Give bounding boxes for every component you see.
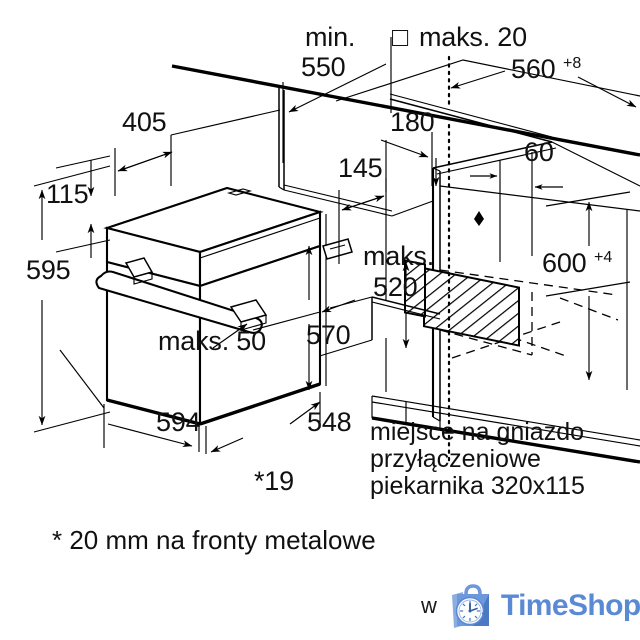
label-548: 548 [307, 407, 351, 437]
shopping-bag-clock-icon [451, 584, 489, 628]
label-560: 560 [511, 54, 555, 84]
leader-405-to-cabinet [170, 109, 281, 136]
ext-595-top [33, 165, 111, 187]
oven-bottom-front-edge [106, 398, 201, 426]
footnote-metal-fronts: * 20 mm na fronty metalowe [52, 525, 376, 555]
ext-115-mid [55, 239, 111, 253]
clock-center-pin [468, 609, 472, 613]
label-min: min. [305, 22, 355, 52]
handle-mount-left-side [133, 272, 153, 285]
label-520: 520 [373, 272, 417, 302]
label-maks: maks. [363, 241, 434, 271]
oven-bottom-right-edge [199, 382, 321, 426]
clock-ticks [459, 600, 481, 622]
label-595: 595 [26, 255, 70, 285]
cabinet-carcass [171, 59, 640, 464]
label-600-tolerance: +4 [594, 249, 612, 266]
shelf-board-top-2 [371, 301, 441, 320]
bag-star-accent [481, 611, 487, 616]
dim-arrow-145-right [341, 195, 385, 211]
label-405: 405 [122, 107, 166, 137]
dim-arrow-560-left [450, 70, 506, 89]
ext-115-top [55, 155, 111, 169]
socket-note-line-2: przyłączeniowe [370, 445, 541, 473]
oven-top-lip [226, 188, 253, 196]
dim-arrow-maks50 [212, 323, 248, 349]
dim-arrow-550 [288, 63, 387, 113]
socket-note-line-3: piekarnika 320x115 [370, 472, 585, 500]
label-60: 60 [524, 137, 554, 167]
worktop-back-edge [335, 59, 640, 102]
label-square-symbol: □ [392, 22, 409, 52]
socket-note-line-1: miejsce na gniazdo [370, 418, 584, 446]
dim-arrow-19 [210, 437, 244, 453]
niche-hidden-line-a [439, 329, 533, 356]
oven-body [95, 186, 353, 426]
timeshop-watermark[interactable]: w [421, 578, 640, 634]
connector-slot [329, 244, 346, 250]
dim-arrow-560-right [577, 76, 637, 108]
worktop-right-edge [551, 141, 640, 187]
label-560-tolerance: +8 [563, 55, 581, 72]
bag-handle-icon [464, 584, 482, 595]
dimension-labels: min. 550 □ maks. 20 560 +8 405 115 595 1… [26, 22, 612, 496]
connector-symbol [322, 238, 353, 260]
cabinet-shelf-top-left-2 [283, 184, 393, 212]
dimension-lines [33, 37, 637, 464]
brand-name: TimeShop [500, 589, 640, 622]
ext-600-bottom [545, 281, 631, 297]
dim-arrow-180-right [380, 139, 429, 158]
leader-594-left [59, 349, 105, 409]
cabinet-floor-back-edge [371, 401, 640, 447]
label-570: 570 [306, 320, 350, 350]
cabinet-floor-back-edge-2 [371, 395, 640, 441]
dim-arrow-548 [289, 401, 321, 425]
socket-cutout-hatched [423, 267, 520, 347]
ext-600-top [545, 191, 631, 207]
label-550: 550 [301, 52, 345, 82]
watermark-prefix-text: w [421, 593, 437, 618]
label-145: 145 [338, 153, 382, 183]
clock-inner-ring [458, 599, 482, 623]
dim-arrow-maks50-right [321, 299, 356, 313]
label-maks-50: maks. 50 [158, 326, 266, 356]
label-600: 600 [542, 248, 586, 278]
dim-arrow-594 [107, 423, 193, 447]
label-19: *19 [254, 466, 294, 496]
worktop-seam [389, 98, 553, 143]
label-594: 594 [156, 407, 201, 437]
worktop-front-edge [171, 64, 640, 157]
socket-marker [474, 211, 484, 226]
label-maks-20: maks. 20 [419, 22, 527, 52]
socket-cutout-hatched-left [404, 259, 426, 318]
cabinet-floor-front-edge [371, 416, 640, 464]
dim-arrow-405-right [117, 151, 173, 172]
shelf-board-top [371, 296, 441, 315]
label-115: 115 [46, 179, 88, 209]
oven-panel-edge-seam [199, 217, 321, 259]
niche-top-fold [432, 141, 553, 169]
label-180: 180 [390, 107, 434, 137]
cabinet-back-wall-fold [391, 200, 434, 217]
cabinet-shelf-top-left [283, 189, 393, 217]
ext-595-bottom [33, 411, 111, 433]
leader-maks50 [252, 311, 321, 331]
niche-top-fold-2 [436, 147, 557, 175]
annotation-text: miejsce na gniazdo przyłączeniowe piekar… [52, 418, 585, 555]
worktop-seam-2 [389, 93, 553, 138]
niche-hidden-diag-a [451, 321, 561, 359]
niche-back-top [439, 185, 640, 212]
